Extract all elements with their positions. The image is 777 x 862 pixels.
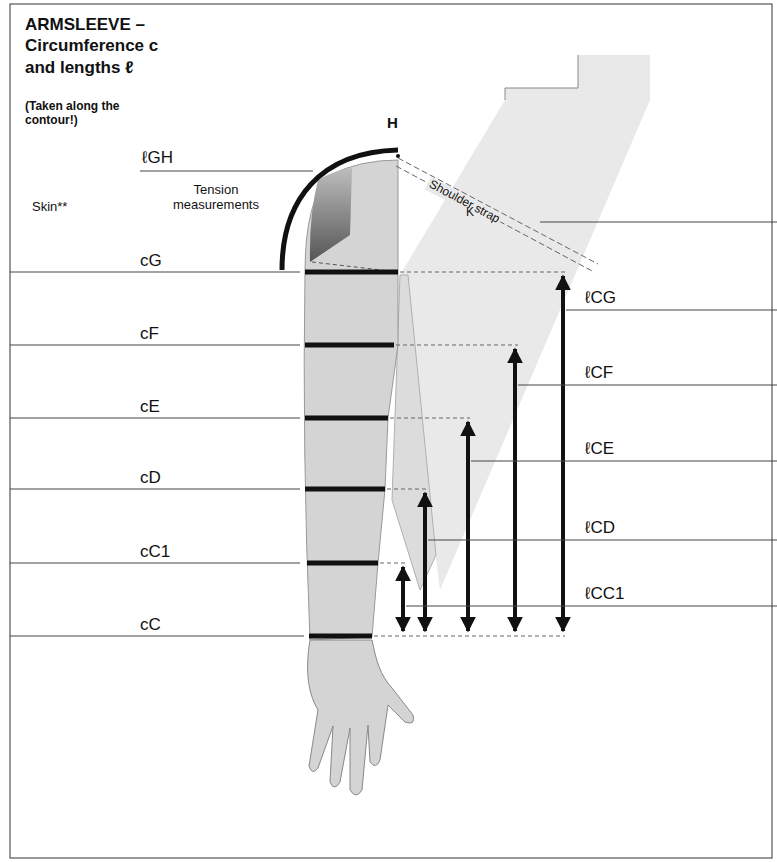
neck-outline — [505, 55, 578, 100]
length-label: ℓCD — [585, 518, 615, 538]
length-lines — [406, 310, 777, 606]
circumference-label: cC1 — [140, 542, 170, 562]
circumference-label: cF — [140, 324, 159, 344]
arm-outline — [304, 160, 398, 640]
hand — [308, 640, 414, 795]
note: (Taken along the contour!) — [25, 100, 160, 128]
extension-lines — [374, 272, 565, 636]
point-h — [396, 154, 400, 158]
gh-arc — [282, 150, 398, 270]
length-label: ℓGH — [142, 148, 173, 168]
frame — [10, 4, 772, 858]
length-label: ℓCF — [585, 363, 613, 383]
circumference-label: cC — [140, 615, 161, 635]
shoulder-strap — [396, 158, 598, 272]
circumference-label: cG — [140, 251, 162, 271]
column-heading: Tension measurements — [166, 183, 266, 213]
column-heading: Skin** — [32, 200, 67, 215]
tension-bands — [305, 272, 398, 636]
diagram-title: ARMSLEEVE – Circumference c and lengths … — [25, 14, 175, 78]
length-arrows — [403, 276, 563, 631]
strap-letter: K — [466, 206, 474, 220]
length-label: ℓCC1 — [585, 584, 625, 604]
circumference-label: cD — [140, 468, 161, 488]
strap-leader — [540, 222, 777, 223]
circumference-lines — [10, 171, 313, 636]
length-label: ℓCE — [585, 439, 614, 459]
circumference-label: cE — [140, 397, 160, 417]
point-label: H — [387, 114, 398, 131]
torso-shading — [400, 55, 650, 590]
inner-arm — [392, 275, 436, 590]
length-label: ℓCG — [585, 288, 616, 308]
